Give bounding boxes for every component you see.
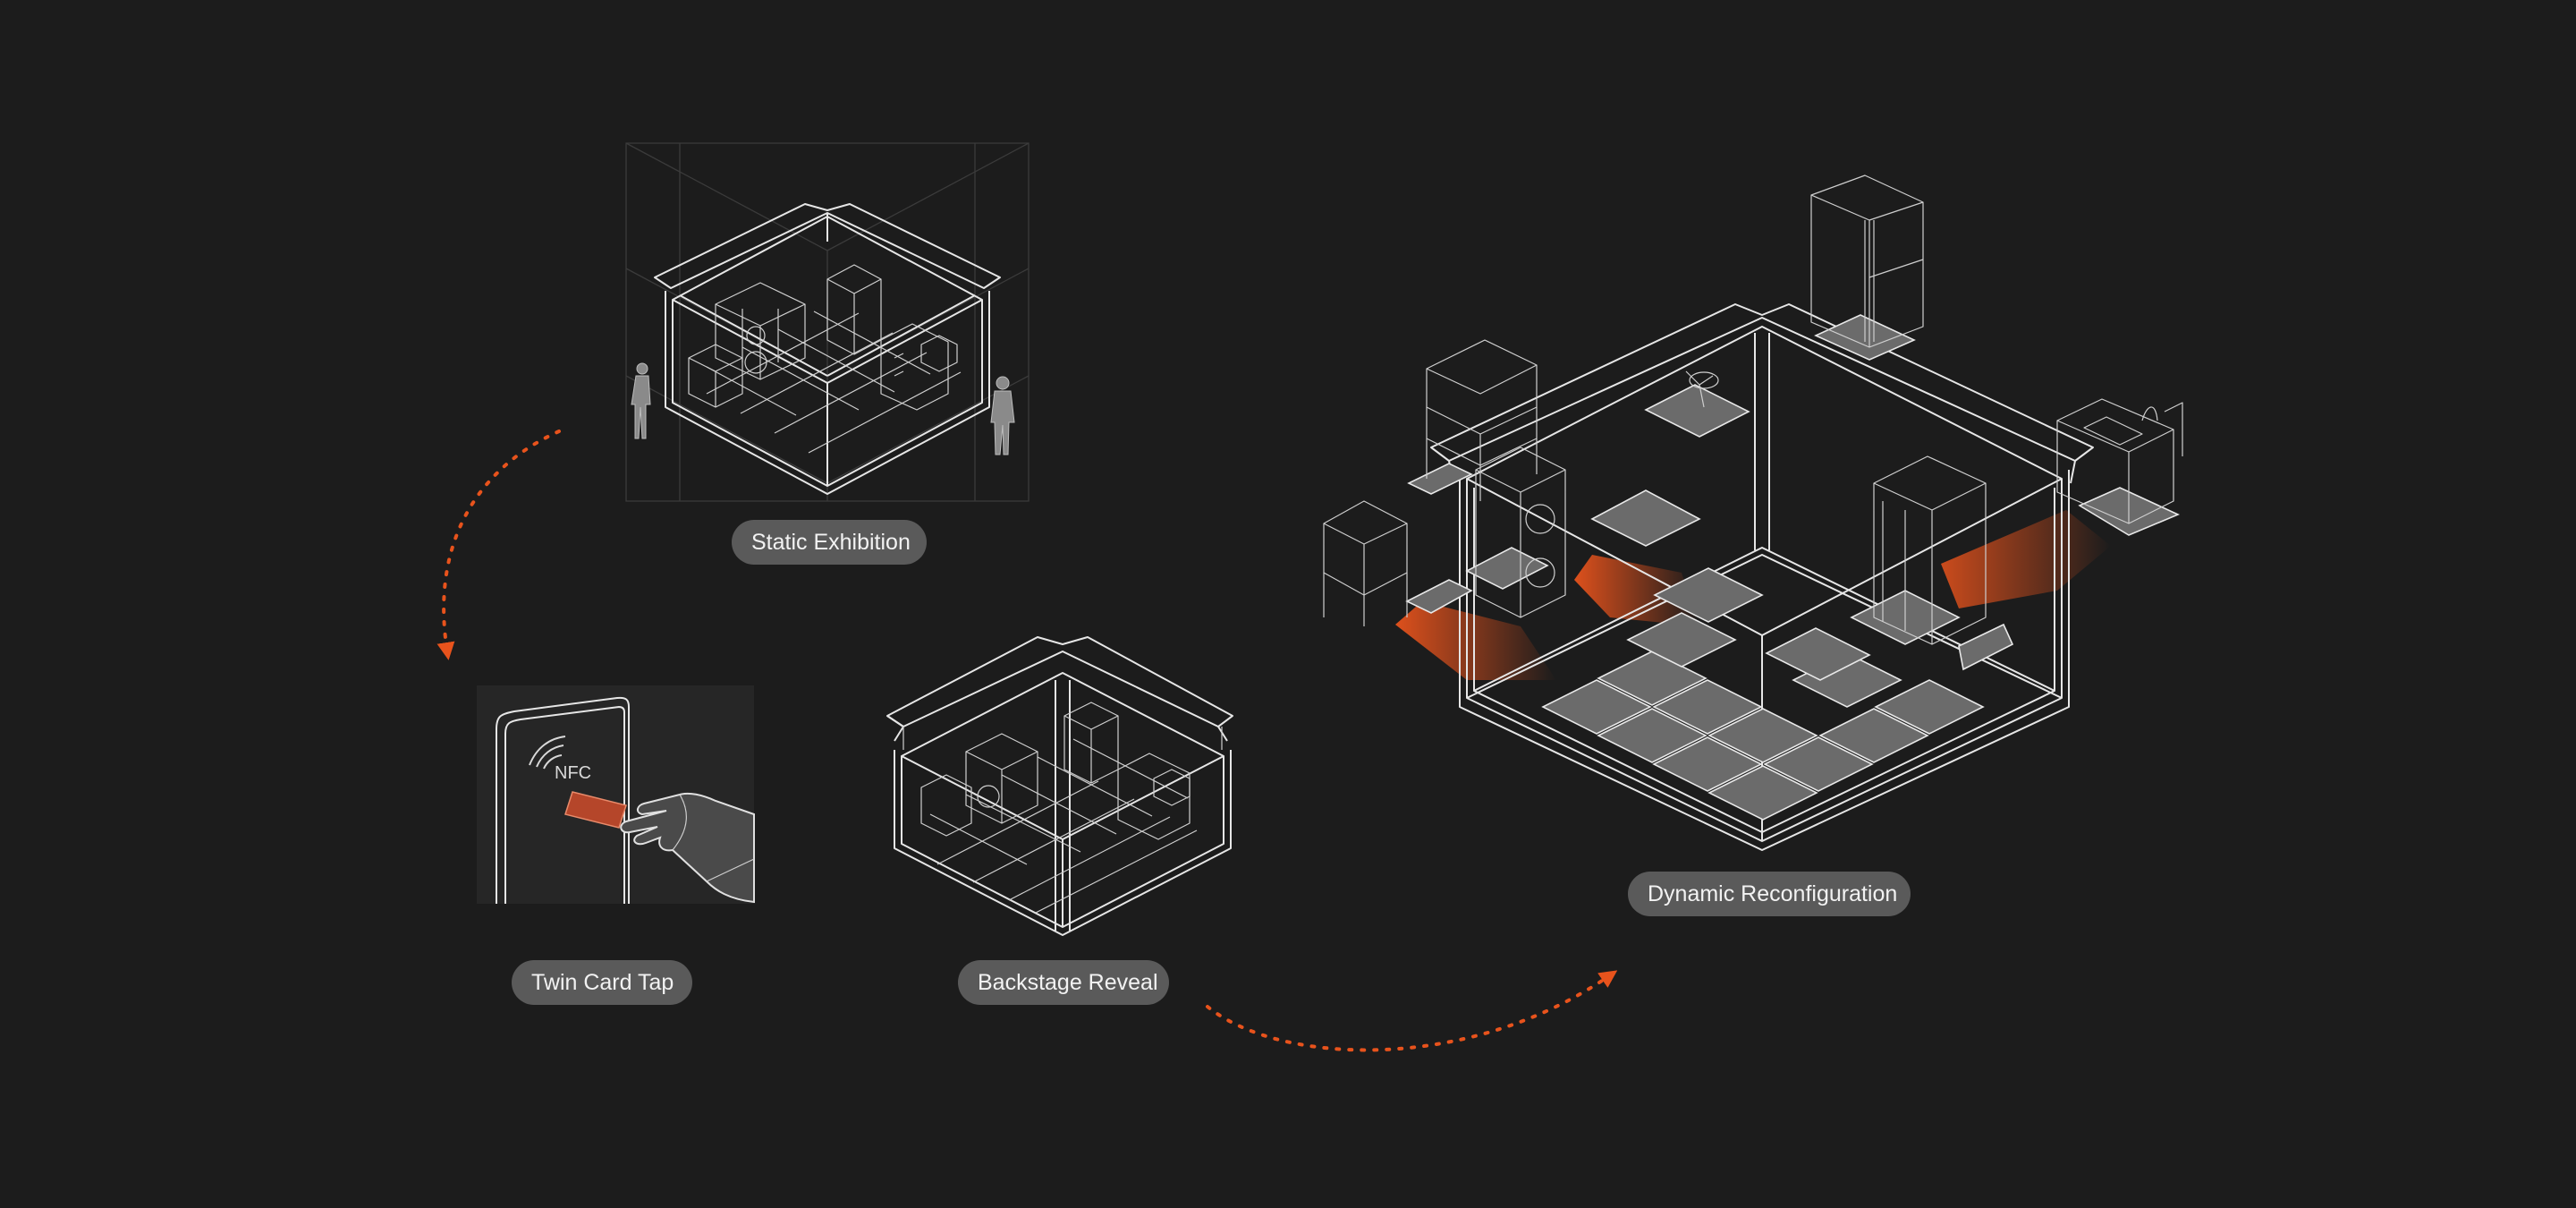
visitor-figure-left (631, 362, 651, 439)
floating-appliances (1323, 174, 2183, 645)
flow-arrow-to-dynamic (1206, 970, 1618, 1052)
glow-zone-right (1941, 510, 2111, 608)
twin-card-tap-illustration: NFC (477, 685, 755, 904)
nfc-wave-icon (529, 736, 566, 770)
label-dynamic-reconfiguration: Dynamic Reconfiguration (1628, 872, 1911, 916)
label-static-exhibition: Static Exhibition (732, 520, 927, 565)
dynamic-reconfiguration-room (1323, 174, 2183, 851)
flow-arrow-to-twin-card (436, 430, 561, 660)
label-backstage-reveal: Backstage Reveal (958, 960, 1169, 1005)
label-twin-card-tap: Twin Card Tap (512, 960, 692, 1005)
static-exhibition-room (625, 142, 1030, 502)
nfc-card (564, 791, 627, 829)
nfc-label: NFC (555, 763, 591, 783)
backstage-reveal-room (886, 636, 1233, 936)
visitor-figure-right (990, 376, 1015, 455)
glow-zone-left (1395, 601, 1556, 680)
glow-zone-center (1574, 555, 1699, 626)
